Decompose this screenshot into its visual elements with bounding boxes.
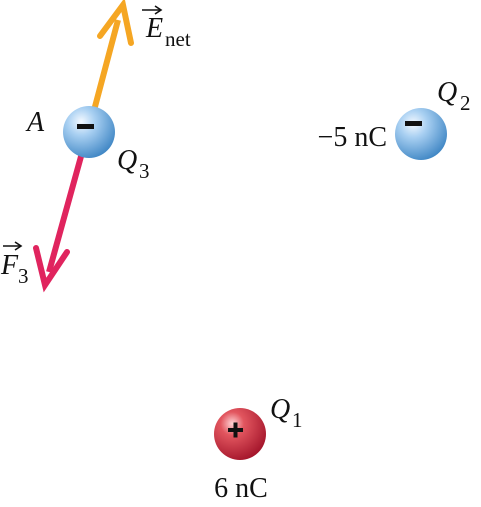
svg-text:Q: Q [437, 77, 457, 108]
svg-text:3: 3 [18, 264, 29, 288]
q2-label: Q 2 [437, 77, 471, 115]
minus-sign-icon [405, 121, 422, 126]
svg-text:Q: Q [117, 145, 137, 176]
e-net-arrow [89, 0, 134, 119]
q1-charge [214, 408, 266, 460]
e-net-label: E net [142, 5, 191, 51]
q1-label: Q 1 [270, 394, 303, 432]
svg-text:1: 1 [292, 408, 303, 432]
minus-sign-icon [77, 124, 94, 129]
vector-arrow-icon [3, 241, 23, 251]
q3-label: Q 3 [117, 145, 150, 183]
q3-charge [63, 106, 115, 158]
point-a-label: A [25, 107, 45, 138]
svg-text:net: net [165, 27, 191, 51]
q1-value: 6 nC [214, 473, 268, 504]
q2-charge [395, 108, 447, 160]
svg-text:2: 2 [460, 91, 471, 115]
svg-text:F: F [0, 250, 19, 281]
q2-value: −5 nC [318, 122, 387, 153]
vector-arrow-icon [142, 5, 163, 15]
svg-text:3: 3 [139, 159, 150, 183]
svg-text:Q: Q [270, 394, 290, 425]
f3-arrow [33, 141, 88, 293]
svg-text:E: E [145, 13, 163, 44]
f3-label: F 3 [0, 241, 29, 288]
